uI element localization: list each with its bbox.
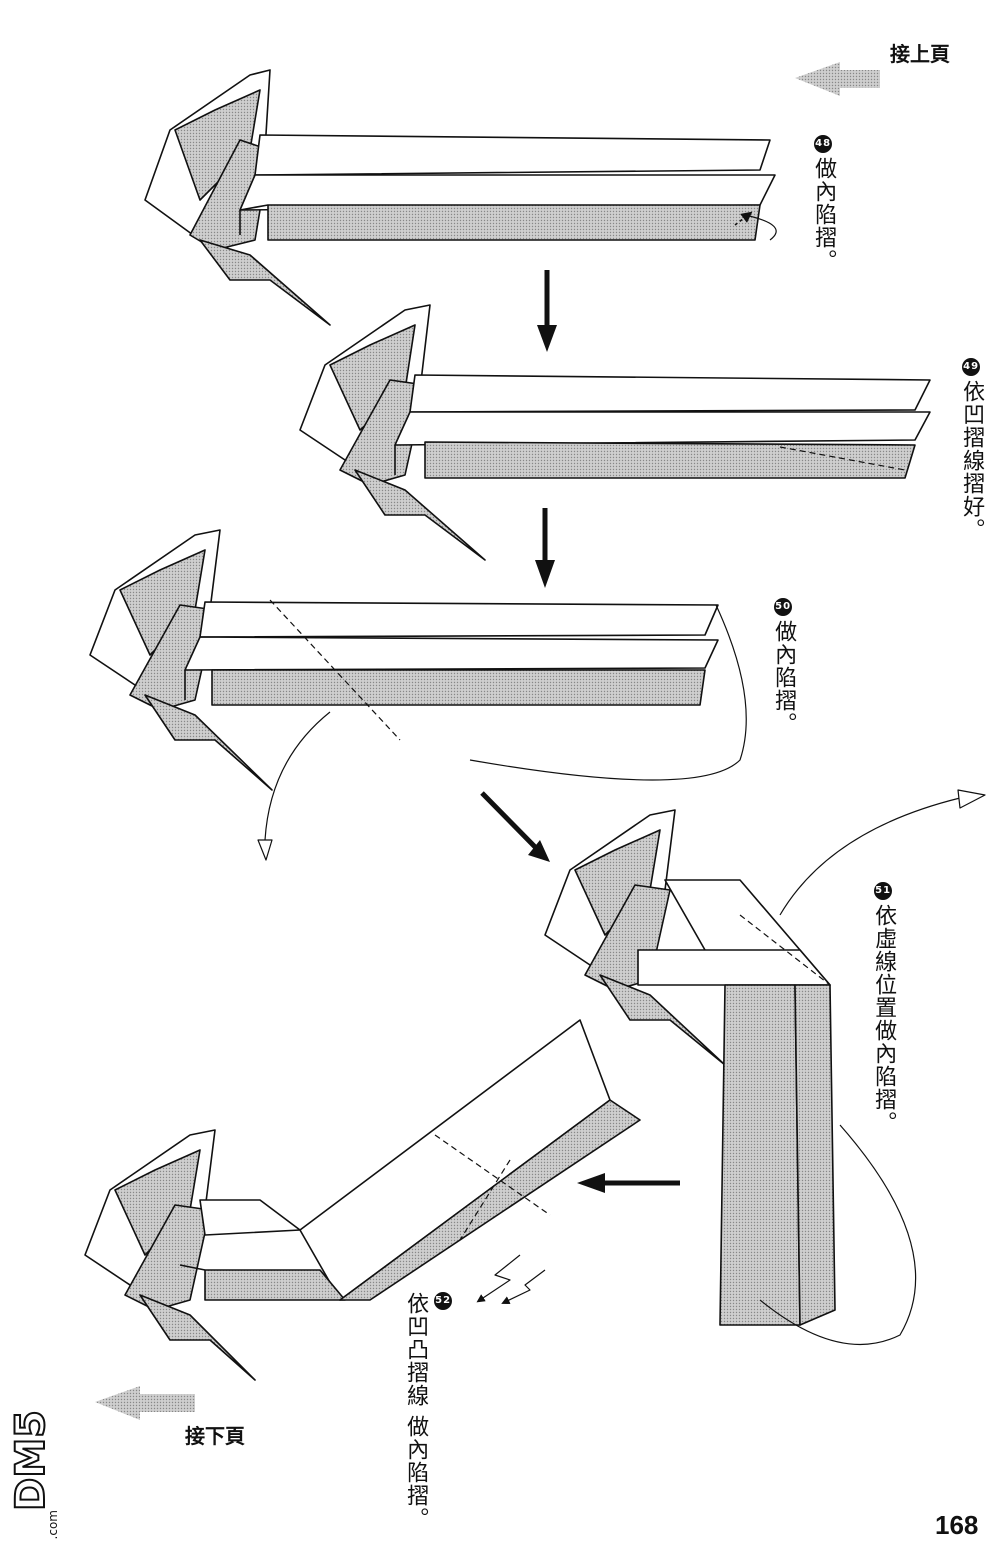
next-page-label: 接下頁 [185, 1424, 245, 1448]
step-49-text: 依凹摺線摺好。 [959, 380, 985, 541]
page-number: 168 [935, 1510, 979, 1540]
logo-text: DM5 [7, 1409, 55, 1512]
step-51-caption: 51 依虛線位置做內陷摺。 [871, 882, 897, 1134]
step-50-caption: 50 做內陷摺。 [771, 598, 797, 735]
step-50-figure [89, 529, 747, 861]
step-48-caption: 48 做內陷摺。 [811, 135, 837, 272]
step-48-number: 48 [814, 135, 833, 153]
step-51-number: 51 [874, 882, 893, 900]
logo-suffix: .com [46, 1510, 60, 1540]
step-52-caption: 依凹凸摺線 做內陷摺。 [403, 1292, 429, 1530]
next-page-arrow [95, 1386, 195, 1420]
step-51-text: 依虛線位置做內陷摺。 [871, 904, 897, 1134]
step-48-figure [144, 69, 777, 326]
step-49-number: 49 [962, 358, 981, 376]
diagonal-arrow [480, 791, 542, 854]
step-51-figure [544, 789, 986, 1346]
step-52-number-holder: 52 [432, 1292, 455, 1314]
prev-page-arrow [795, 62, 880, 96]
step-50-text: 做內陷摺。 [771, 620, 797, 735]
step-52-number: 52 [434, 1292, 453, 1310]
step-49-caption: 49 依凹摺線摺好。 [959, 358, 985, 541]
step-52-text-line1: 依凹凸摺線 [403, 1292, 429, 1407]
step-52-figure [84, 1019, 641, 1381]
step-48-text: 做內陷摺。 [811, 157, 837, 272]
step-50-number: 50 [774, 598, 793, 616]
dm5-watermark-logo: DM5 .com [7, 1409, 68, 1560]
step-49-figure [299, 304, 931, 561]
prev-page-label: 接上頁 [890, 42, 950, 66]
step-52-text-line2: 做內陷摺。 [403, 1415, 429, 1530]
